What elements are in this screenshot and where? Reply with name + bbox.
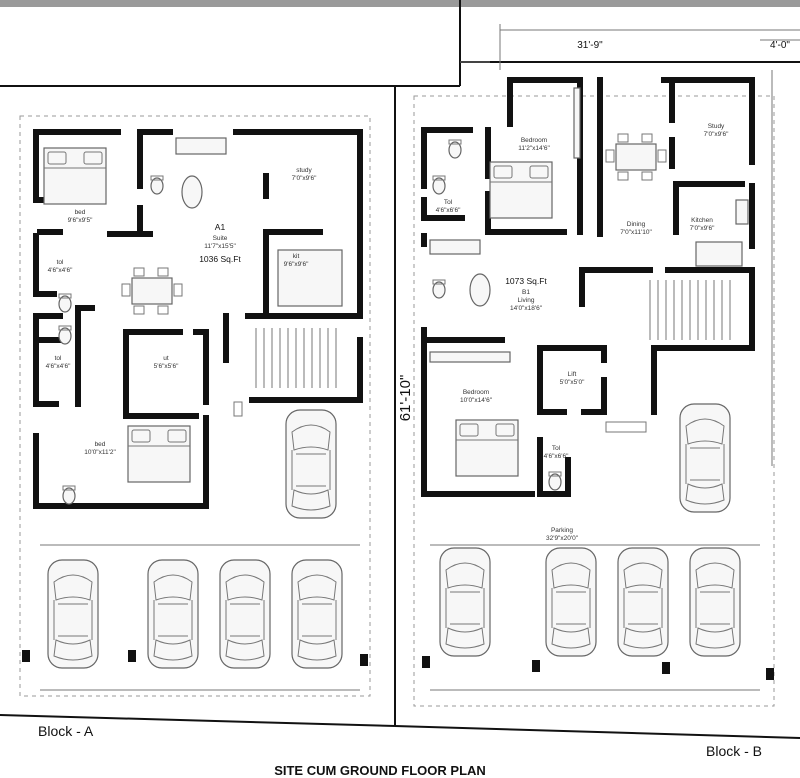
room-dim: 5'0"x5'0" bbox=[560, 379, 585, 386]
suite-dim: 11'7"x15'5" bbox=[204, 243, 236, 250]
wc-icon bbox=[62, 485, 76, 505]
room-dim: 7'0"x9'6" bbox=[704, 131, 729, 138]
plan-title: SITE CUM GROUND FLOOR PLAN bbox=[274, 763, 486, 778]
room-name: Parking bbox=[551, 527, 573, 534]
stairs-icon bbox=[649, 279, 731, 341]
room-name: bed bbox=[95, 441, 106, 448]
block-a-parking bbox=[22, 409, 368, 669]
room-name: Tol bbox=[444, 199, 453, 206]
wc-icon bbox=[150, 175, 164, 195]
kitchen-counter-icon bbox=[277, 249, 343, 307]
room-dim: 7'0"x9'6" bbox=[292, 175, 317, 182]
top-band bbox=[0, 0, 800, 7]
room-dim: 7'0"x11'10" bbox=[620, 229, 652, 236]
room-dim: 4'6"x4'6" bbox=[46, 363, 71, 370]
car-icon bbox=[439, 547, 491, 657]
room-dim: 9'6"x9'5" bbox=[68, 217, 93, 224]
room-dim: 32'9"x20'0" bbox=[546, 535, 579, 542]
unit-label: A1 bbox=[215, 222, 226, 232]
wc-icon bbox=[58, 325, 72, 345]
room-dim: 7'0"x9'6" bbox=[690, 225, 715, 232]
car-icon bbox=[147, 559, 199, 669]
block-b-labels: Bedroom 11'2"x14'6" Study 7'0"x9'6" Dini… bbox=[436, 123, 729, 542]
room-name: Tol bbox=[552, 445, 561, 452]
unit-area: 1036 Sq.Ft bbox=[199, 254, 241, 264]
room-name: Kitchen bbox=[691, 217, 713, 224]
stairs-icon bbox=[255, 327, 337, 389]
room-dim: 10'0"x11'2" bbox=[84, 449, 116, 456]
room-dim: 11'2"x14'6" bbox=[518, 145, 550, 152]
height-dimension: 61'-10" bbox=[397, 375, 414, 422]
dimension-annotations: 31'-9" 4'-0" 61'-10" bbox=[397, 39, 800, 422]
car-icon bbox=[689, 547, 741, 657]
wc-icon bbox=[548, 471, 562, 491]
block-b-label: Block - B bbox=[706, 743, 762, 759]
room-name: tol bbox=[55, 355, 62, 362]
block-a-labels: bed 9'6"x9'5" tol 4'6"x4'6" tol 4'6"x4'6… bbox=[46, 167, 317, 456]
wc-icon bbox=[432, 175, 446, 195]
bed-icon bbox=[127, 425, 191, 483]
car-icon bbox=[545, 547, 597, 657]
block-b-walls bbox=[421, 77, 755, 497]
room-name: Bedroom bbox=[521, 137, 547, 144]
room-dim: 5'6"x5'6" bbox=[154, 363, 179, 370]
block-a-walls bbox=[33, 129, 363, 509]
room-dim: 4'6"x4'6" bbox=[48, 267, 73, 274]
car-icon bbox=[285, 409, 337, 519]
unit-area: 1073 Sq.Ft bbox=[505, 276, 547, 286]
car-icon bbox=[47, 559, 99, 669]
car-icon bbox=[291, 559, 343, 669]
wc-icon bbox=[58, 293, 72, 313]
wc-icon bbox=[448, 139, 462, 159]
top-width-dimension: 31'-9" bbox=[577, 40, 603, 51]
room-dim: 4'6"x6'6" bbox=[544, 453, 569, 460]
unit-label: B1 bbox=[522, 289, 530, 296]
room-name: study bbox=[296, 167, 312, 174]
bed-icon bbox=[489, 161, 553, 219]
room-name: bed bbox=[75, 209, 86, 216]
car-icon bbox=[617, 547, 669, 657]
wc-icon bbox=[432, 279, 446, 299]
plot-boundary bbox=[0, 0, 800, 739]
block-a-label: Block - A bbox=[38, 723, 94, 739]
room-name: Study bbox=[708, 123, 725, 130]
room-name: kit bbox=[293, 253, 300, 260]
top-side-dimension: 4'-0" bbox=[770, 40, 790, 51]
block-a-furniture bbox=[43, 137, 343, 505]
room-dim: 10'0"x14'6" bbox=[460, 397, 493, 404]
room-name: Bedroom bbox=[463, 389, 489, 396]
bed-icon bbox=[43, 147, 107, 205]
block-b-parking bbox=[422, 403, 774, 680]
bed-icon bbox=[455, 419, 519, 477]
bathtub-icon bbox=[469, 273, 491, 307]
counter-icon bbox=[175, 137, 227, 155]
living-dim: 14'0"x18'6" bbox=[510, 305, 543, 312]
living-label: Living bbox=[518, 297, 535, 304]
room-dim: 4'6"x6'6" bbox=[436, 207, 461, 214]
suite-label: Suite bbox=[213, 235, 228, 242]
room-name: Lift bbox=[568, 371, 577, 378]
block-b-furniture bbox=[429, 70, 773, 491]
room-dim: 9'6"x9'6" bbox=[284, 261, 309, 268]
room-name: tol bbox=[57, 259, 64, 266]
room-name: ut bbox=[163, 355, 169, 362]
room-name: Dining bbox=[627, 221, 646, 228]
bathtub-icon bbox=[181, 175, 203, 209]
car-icon bbox=[679, 403, 731, 513]
dining-table-icon bbox=[121, 267, 183, 315]
dining-table-icon bbox=[605, 133, 667, 181]
car-icon bbox=[219, 559, 271, 669]
